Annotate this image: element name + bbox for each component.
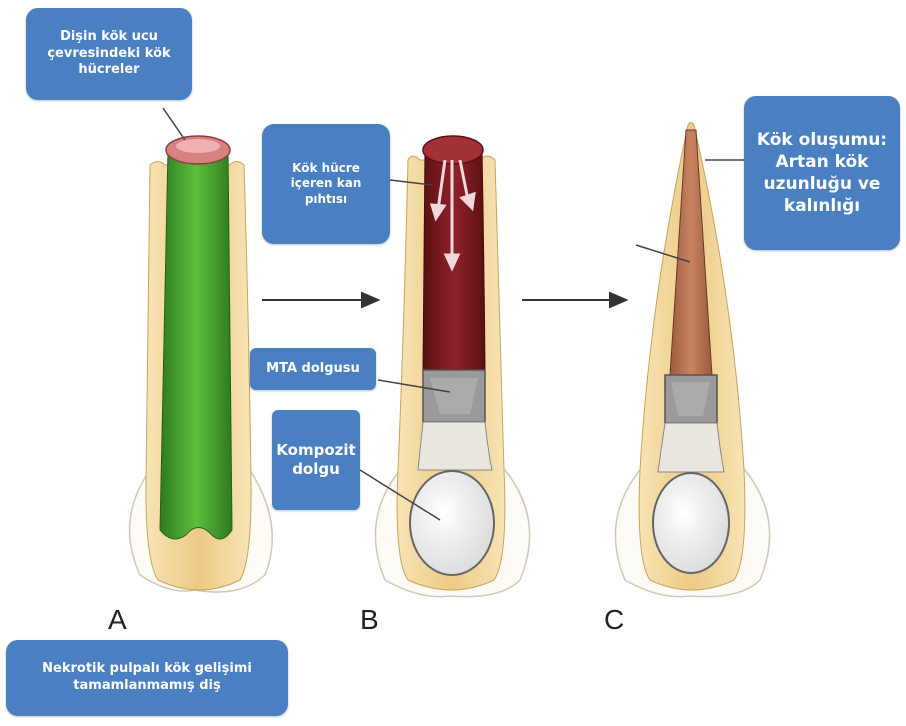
- tooth-b: [375, 136, 529, 597]
- panel-label-c: C: [604, 604, 624, 636]
- callout-mta-filling: MTA dolgusu: [250, 348, 376, 390]
- tooth-c-composite: [658, 423, 724, 472]
- panel-label-b: B: [360, 604, 379, 636]
- callout-necrotic-tooth: Nekrotik pulpalı kök gelişimi tamamlanma…: [6, 640, 288, 716]
- callout-blood-clot: Kök hücre içeren kan pıhtısı: [262, 124, 390, 244]
- callout-root-formation: Kök oluşumu: Artan kök uzunluğu ve kalın…: [744, 96, 900, 250]
- callout-apex-stem-cells: Dişin kök ucu çevresindeki kök hücreler: [26, 8, 192, 100]
- callout-composite-filling: Kompozit dolgu: [272, 410, 360, 510]
- tooth-c-crown: [653, 473, 729, 573]
- panel-label-a: A: [108, 604, 127, 636]
- progress-arrow-a-b: [262, 293, 378, 307]
- progress-arrow-b-c: [522, 293, 626, 307]
- tooth-b-composite: [418, 422, 492, 470]
- tooth-b-crown: [410, 471, 494, 575]
- tooth-a-pulp: [160, 150, 232, 539]
